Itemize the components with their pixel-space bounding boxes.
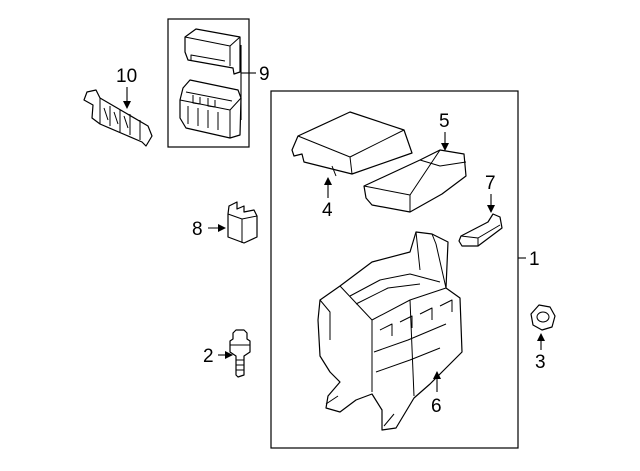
callout-5: 5 bbox=[439, 111, 450, 132]
bracket-part[interactable] bbox=[83, 89, 153, 147]
fuse-box-body-part[interactable] bbox=[317, 231, 463, 431]
bolt-part[interactable] bbox=[229, 329, 251, 378]
connector-clip-part[interactable] bbox=[458, 213, 503, 247]
callout-8: 8 bbox=[192, 219, 203, 240]
callout-7: 7 bbox=[485, 173, 496, 194]
leader-lines bbox=[123, 45, 545, 392]
callout-1: 1 bbox=[529, 249, 540, 270]
callout-6: 6 bbox=[431, 396, 442, 417]
fuse-box-cover-part[interactable] bbox=[291, 111, 413, 177]
relay-cover-group-box bbox=[167, 18, 250, 148]
relay-box-base-part[interactable] bbox=[179, 79, 242, 139]
callout-2: 2 bbox=[203, 346, 214, 367]
relay-cover-part[interactable] bbox=[184, 28, 241, 75]
callout-4: 4 bbox=[322, 200, 333, 221]
assembly-group-box bbox=[270, 90, 519, 449]
callout-10: 10 bbox=[116, 66, 137, 87]
nut-part[interactable] bbox=[530, 304, 556, 331]
relay-part[interactable] bbox=[227, 201, 258, 244]
callout-3: 3 bbox=[535, 352, 546, 373]
fuse-box-lower-cover-part[interactable] bbox=[363, 149, 467, 213]
callout-9: 9 bbox=[259, 64, 270, 85]
